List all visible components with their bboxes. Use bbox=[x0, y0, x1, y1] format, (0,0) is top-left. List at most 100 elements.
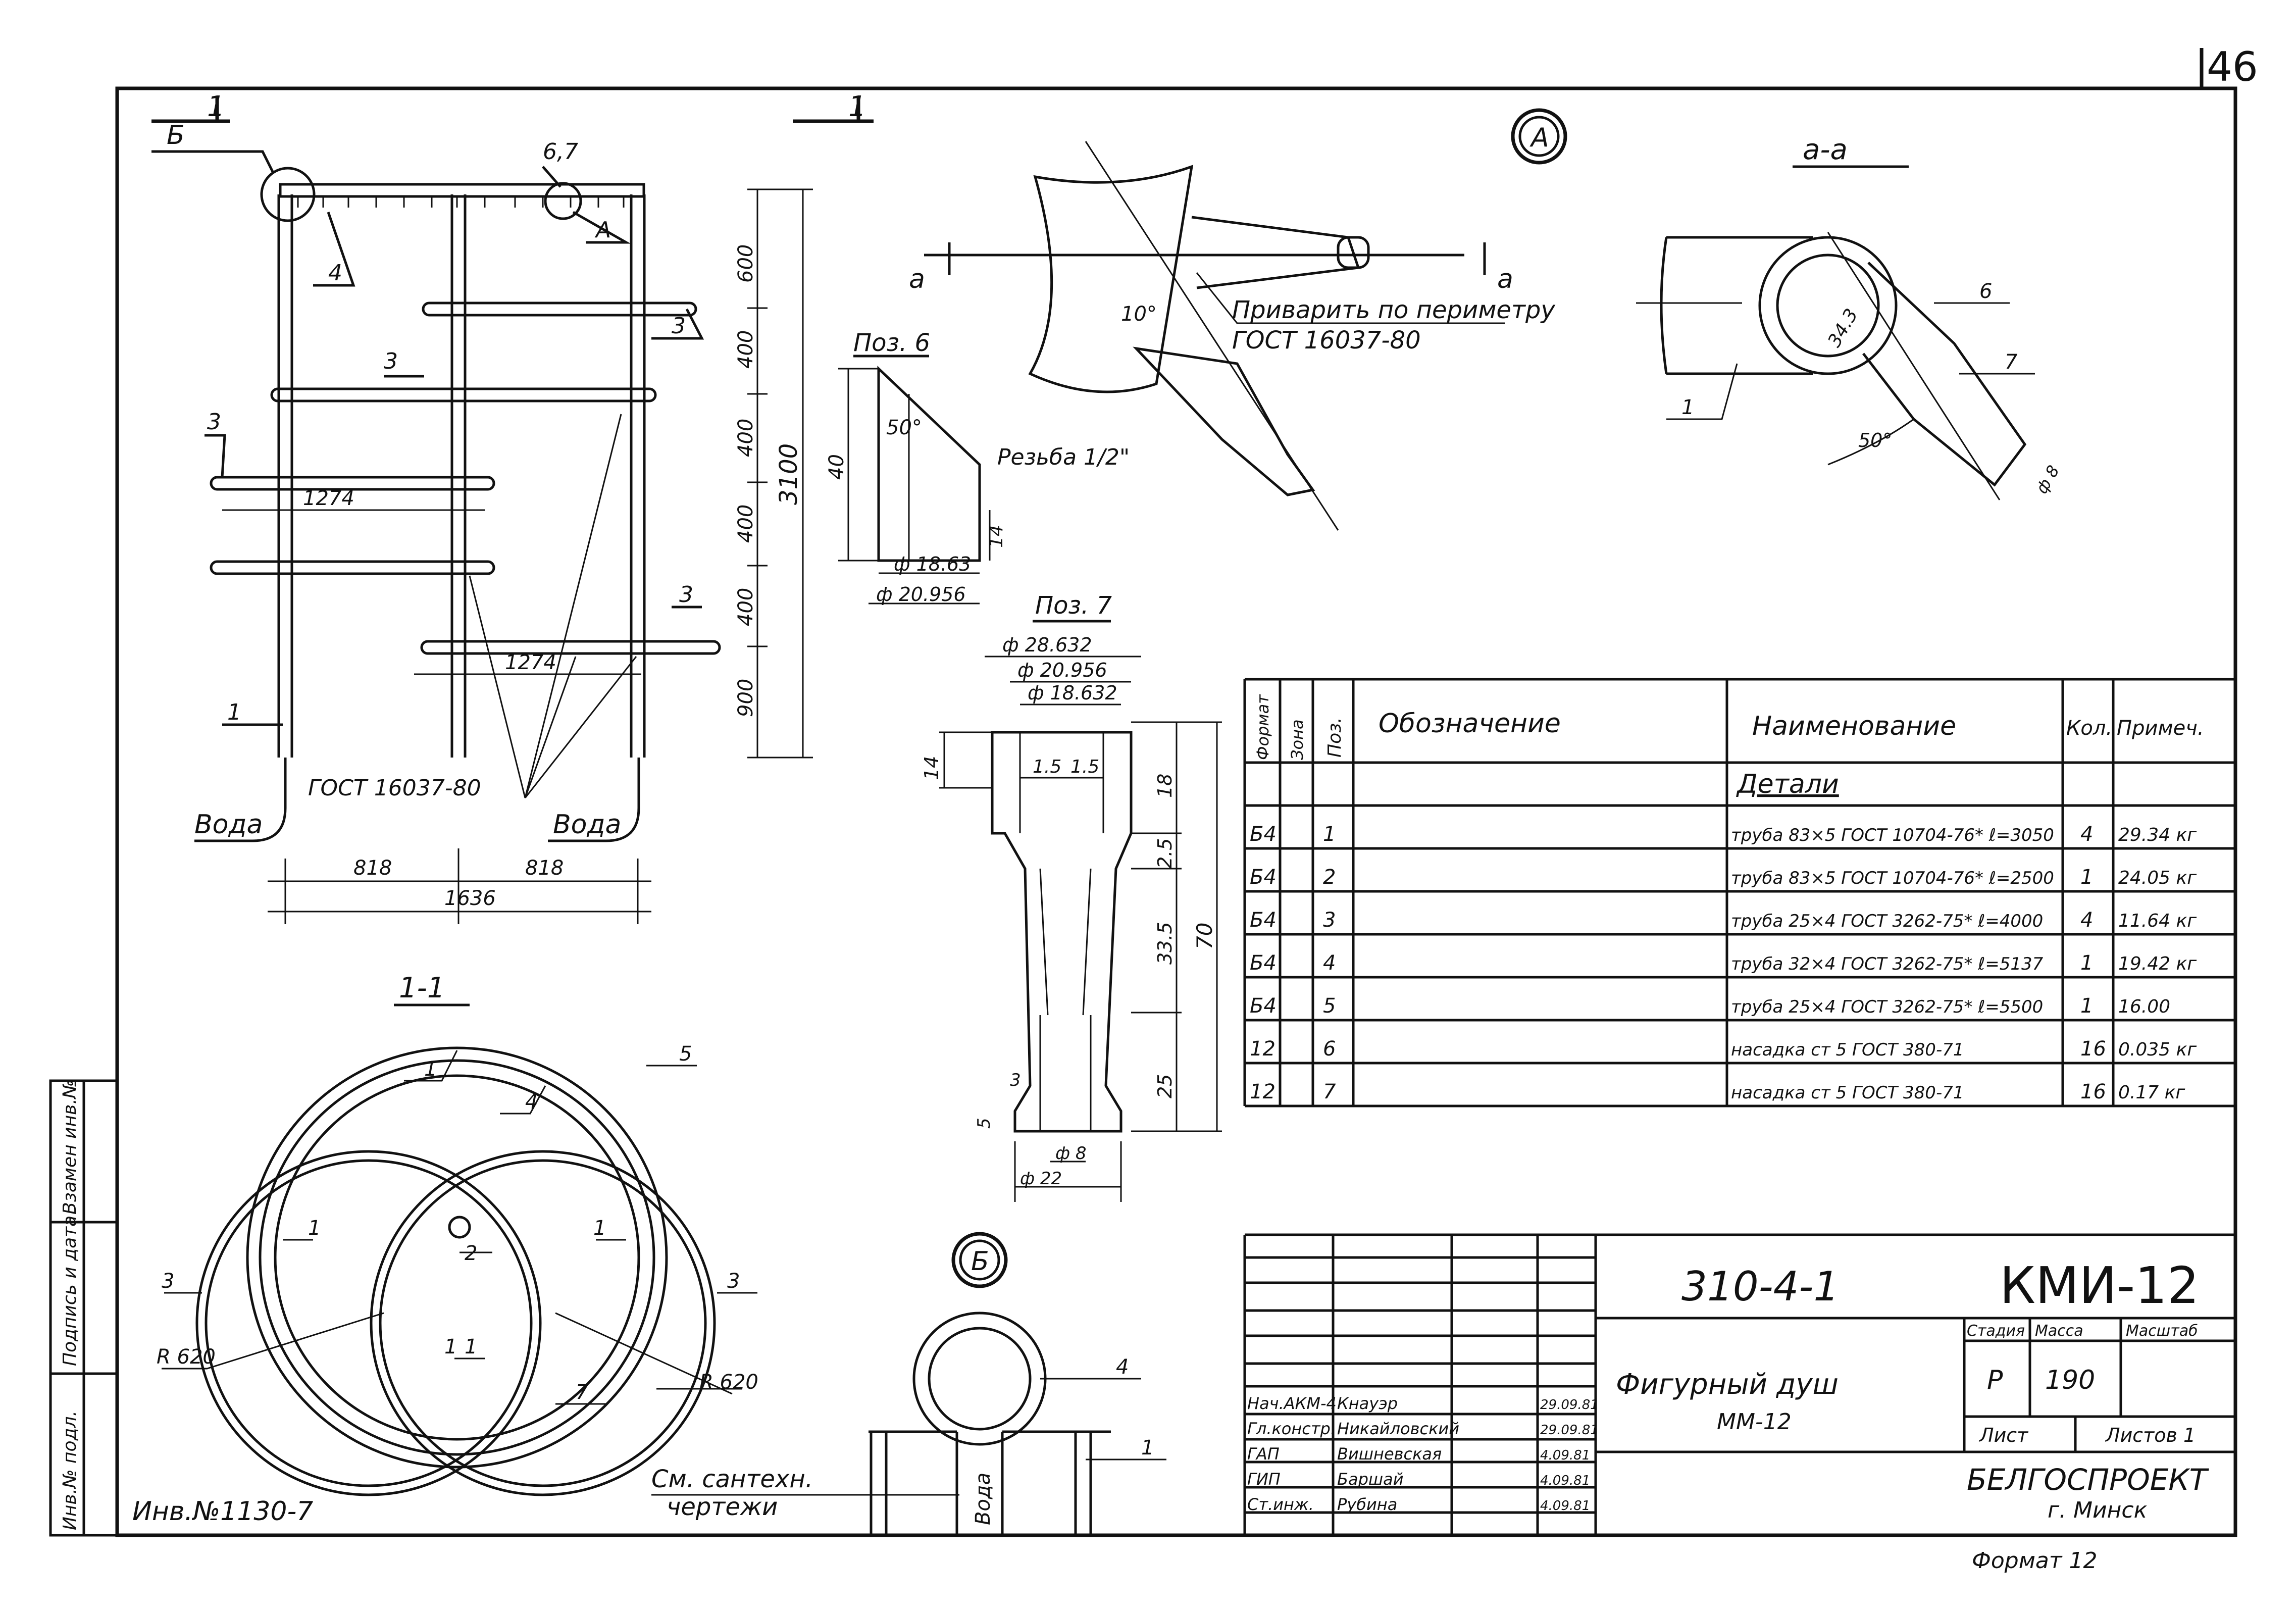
s11-callout1a: 1 bbox=[424, 1058, 437, 1081]
width-dim-2: 1274 bbox=[505, 651, 556, 674]
detail-a: А а а 10° Приварить по периметру ГОСТ 16… bbox=[909, 108, 1567, 531]
detail-b: Б Вода 4 1 См. сантехн. чертежи bbox=[651, 1232, 1166, 1535]
tb-sheet-code: КМИ-12 bbox=[2000, 1256, 2199, 1315]
side-stamp-replace: Взамен инв.№ bbox=[60, 1080, 80, 1215]
detail-a-mark: А bbox=[1529, 123, 1549, 153]
callout-3a: 3 bbox=[672, 313, 686, 339]
spec-row-format: 12 bbox=[1250, 1037, 1275, 1061]
pos6-height: 40 bbox=[825, 454, 848, 480]
dim-600: 600 bbox=[734, 244, 757, 283]
spec-row-format: Б4 bbox=[1250, 994, 1277, 1018]
spec-h-pos: Поз. bbox=[1324, 717, 1345, 758]
tb-sheet-label: Лист bbox=[1978, 1424, 2029, 1446]
spec-section: Детали bbox=[1736, 769, 1839, 799]
dim-400c: 400 bbox=[734, 505, 757, 543]
s11-callout2: 2 bbox=[465, 1242, 477, 1265]
s11-callout3b: 3 bbox=[727, 1270, 740, 1293]
s11-callout1e: 1 bbox=[444, 1335, 457, 1358]
spec-row-name: труба 83×5 ГОСТ 10704-76* ℓ=2500 bbox=[1731, 868, 2054, 888]
callout-3b: 3 bbox=[384, 348, 398, 374]
pos6-diam1: ф 18.63 bbox=[894, 553, 971, 575]
tb-stage: Р bbox=[1987, 1365, 2003, 1395]
tb-stage-label: Стадия bbox=[1967, 1322, 2025, 1340]
cut-a-right: а bbox=[1497, 264, 1513, 294]
pos7-r25b: 25 bbox=[1154, 1074, 1176, 1098]
pos6-thread: Резьба 1/2" bbox=[997, 444, 1130, 470]
section-aa: а-а 34.3 6 7 1 50° ф 8 bbox=[1636, 133, 2063, 500]
spec-row-format: Б4 bbox=[1250, 909, 1277, 932]
tb-signer-name: Никайловский bbox=[1337, 1419, 1459, 1438]
pos7-bottom-d22: ф 22 bbox=[1020, 1169, 1062, 1189]
pos7-r25: 2.5 bbox=[1154, 838, 1176, 869]
detail-b-water: Вода bbox=[972, 1473, 995, 1525]
tb-signer-role: Гл.констр. bbox=[1247, 1419, 1336, 1438]
spec-row-note: 11.64 кг bbox=[2118, 911, 2197, 931]
spec-row-pos: 2 bbox=[1323, 866, 1336, 889]
spec-row-name: труба 32×4 ГОСТ 3262-75* ℓ=5137 bbox=[1731, 954, 2044, 974]
weld-note-1: Приварить по периметру bbox=[1232, 296, 1555, 324]
s11-callout1b: 1 bbox=[308, 1217, 321, 1240]
spec-row-pos: 1 bbox=[1323, 823, 1336, 846]
sheet-frame bbox=[115, 86, 2237, 1537]
tb-signer-name: Рубина bbox=[1337, 1495, 1397, 1514]
tb-title: Фигурный душ bbox=[1616, 1368, 1839, 1401]
pos6-detail: Поз. 6 50° 40 Резьба 1/2" 14 ф 18.63 ф 2… bbox=[825, 329, 1130, 606]
side-stamp-inv: Инв.№ подл. bbox=[60, 1411, 80, 1530]
pos7-inner1: 1.5 bbox=[1033, 757, 1061, 777]
detail-b-circle bbox=[260, 167, 316, 222]
s11-callout3a: 3 bbox=[162, 1270, 174, 1293]
pos7-diam2: ф 20.956 bbox=[1017, 659, 1107, 681]
inventory-number: Инв.№1130-7 bbox=[132, 1496, 313, 1527]
s11-callout4: 4 bbox=[525, 1090, 538, 1114]
pos7-total: 70 bbox=[1192, 923, 1217, 949]
tb-mass: 190 bbox=[2045, 1365, 2095, 1395]
spec-h-format: Формат bbox=[1253, 694, 1272, 760]
pos7-r18: 18 bbox=[1154, 774, 1176, 798]
spec-row-pos: 4 bbox=[1323, 951, 1336, 975]
callout-4: 4 bbox=[328, 260, 342, 286]
spec-row-pos: 6 bbox=[1323, 1037, 1336, 1061]
tb-signer-role: Нач.АКМ-4 bbox=[1247, 1394, 1337, 1413]
side-stamp: Инв.№ подл. Подпись и дата Взамен инв.№ bbox=[49, 1079, 119, 1537]
spec-row-qty: 1 bbox=[2080, 866, 2093, 889]
spec-row-qty: 4 bbox=[2080, 823, 2093, 846]
tb-signer-date: 4.09.81 bbox=[1540, 1498, 1590, 1514]
detail-b-callout4: 4 bbox=[1116, 1355, 1129, 1379]
callout-b: Б bbox=[167, 120, 185, 150]
section-aa-diam: ф 8 bbox=[2032, 462, 2063, 497]
callout-3d: 3 bbox=[679, 582, 693, 608]
water-right: Вода bbox=[553, 810, 621, 840]
spec-row-qty: 16 bbox=[2080, 1080, 2106, 1103]
pos6-angle: 50° bbox=[886, 416, 922, 439]
detail-b-note2: чертежи bbox=[667, 1493, 778, 1521]
spec-row-qty: 1 bbox=[2080, 994, 2093, 1018]
tb-signer-role: ГИП bbox=[1247, 1470, 1281, 1489]
dim-818b: 818 bbox=[525, 857, 564, 880]
spec-row-name: труба 83×5 ГОСТ 10704-76* ℓ=3050 bbox=[1731, 825, 2054, 845]
section-mark-left: 1 bbox=[207, 90, 225, 123]
tb-signer-date: 29.09.81 bbox=[1540, 1397, 1599, 1413]
section-11: 1-1 1 1 1 1 1 2 3 3 4 5 7 R 620 R 620 bbox=[157, 972, 758, 1496]
tb-city: г. Минск bbox=[2048, 1497, 2148, 1523]
dim-3100: 3100 bbox=[775, 443, 803, 505]
spec-row-name: труба 25×4 ГОСТ 3262-75* ℓ=5500 bbox=[1731, 997, 2043, 1017]
tb-subtitle: ММ-12 bbox=[1717, 1409, 1792, 1435]
pos7-diam1: ф 28.632 bbox=[1002, 634, 1092, 656]
pos6-title: Поз. 6 bbox=[853, 329, 930, 357]
tb-signer-date: 4.09.81 bbox=[1540, 1448, 1590, 1463]
section-aa-callout6: 6 bbox=[1979, 280, 1992, 303]
spec-row-qty: 1 bbox=[2080, 951, 2093, 975]
spec-row-qty: 16 bbox=[2080, 1037, 2106, 1061]
spec-row-format: Б4 bbox=[1250, 951, 1277, 975]
angle-10: 10° bbox=[1121, 303, 1157, 326]
pos7-left14: 14 bbox=[921, 756, 943, 780]
spec-row-name: насадка ст 5 ГОСТ 380-71 bbox=[1731, 1083, 1964, 1103]
pos7-detail: Поз. 7 ф 28.632 ф 20.956 ф 18.632 1.5 1.… bbox=[921, 591, 1222, 1202]
tb-signer-name: Баршай bbox=[1337, 1470, 1404, 1489]
s11-callout1d: 1 bbox=[465, 1335, 477, 1358]
section-aa-title: а-а bbox=[1803, 133, 1848, 166]
dim-1636: 1636 bbox=[444, 887, 496, 910]
main-view: 1 1 Б 6,7 А 4 3 3 3 3 1 1274 1274 bbox=[151, 90, 874, 924]
detail-b-callout1: 1 bbox=[1141, 1436, 1154, 1459]
